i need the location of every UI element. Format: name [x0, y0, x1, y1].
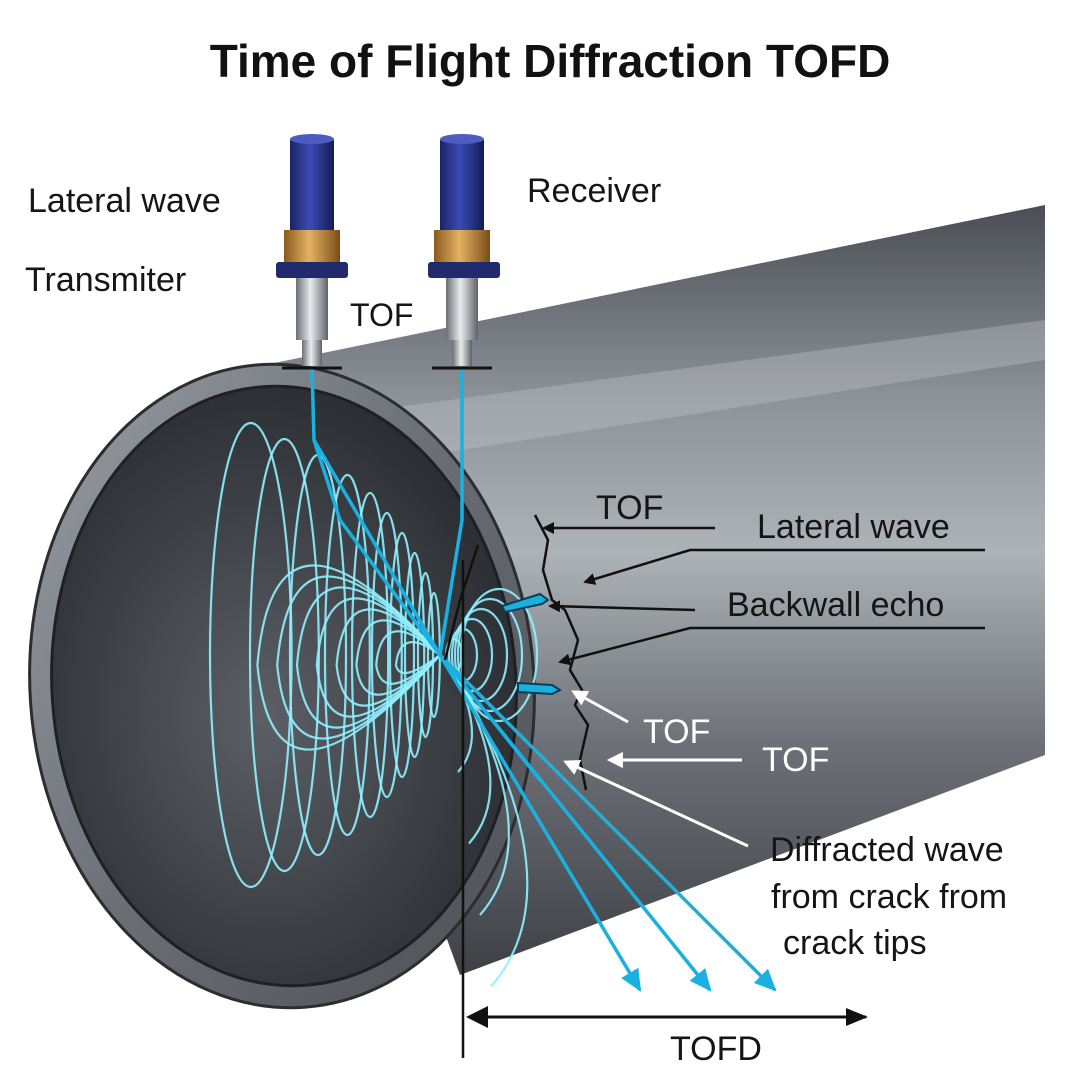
backwall-markers [500, 592, 563, 696]
wave-front-left [323, 473, 371, 837]
transmitter-beam-2 [312, 439, 442, 657]
wave-front-left [370, 511, 403, 799]
wave-front-cone [315, 597, 441, 718]
wave-front-right [456, 597, 524, 713]
signal-trace [533, 514, 590, 791]
wave-front-left [416, 571, 435, 739]
label-diffracted-1: Diffracted wave [770, 831, 1004, 869]
diffracted-ray-3 [438, 653, 777, 992]
label-tof-right: TOF [596, 489, 663, 527]
wave-front-right [453, 607, 509, 703]
marker-lower [517, 681, 563, 696]
diffracted-ray-4 [438, 653, 542, 782]
label-tofd-bottom: TOFD [670, 1030, 762, 1068]
beam-rays [310, 367, 777, 992]
crack-line [443, 544, 480, 661]
wave-front-left [208, 421, 293, 889]
wave-front-cone [276, 575, 441, 740]
leader-diffracted [566, 762, 749, 848]
wave-front-cone [256, 564, 441, 751]
diffracted-ray-1 [438, 654, 642, 992]
marker-upper [500, 592, 550, 614]
transmitter-probe-icon [276, 134, 348, 370]
tofd-arrow-left-head [466, 1006, 488, 1028]
wave-front-left [388, 531, 416, 779]
white-leaders [566, 692, 749, 848]
label-tof-lower-left: TOF [643, 713, 710, 751]
label-receiver: Receiver [527, 172, 661, 210]
label-transmiter: Transmiter [25, 261, 186, 299]
label-lateral-wave-top: Lateral wave [28, 182, 221, 220]
leader-backwall-echo [548, 600, 696, 613]
label-tof-lower-right: TOF [762, 741, 829, 779]
label-diffracted-3: crack tips [783, 924, 927, 962]
wave-front-cone [335, 608, 441, 707]
leader-lateral-wave [583, 548, 985, 585]
page-title: Time of Flight Diffraction TOFD [210, 35, 891, 87]
leader-backwall-lower [558, 626, 985, 666]
tofd-dimension [466, 1006, 868, 1028]
label-backwall-echo: Backwall echo [727, 586, 944, 624]
wave-front-right [459, 587, 539, 723]
wave-front-cone [375, 630, 441, 685]
receiver-probe-icon [428, 134, 500, 370]
wave-front-cone [295, 586, 441, 729]
label-tof-top: TOF [350, 297, 413, 333]
wave-front-cone [394, 641, 441, 675]
receiver-beam [438, 368, 464, 656]
leader-lines [542, 522, 985, 666]
leader-tof-lower-left [574, 692, 629, 724]
label-lateral-wave-right: Lateral wave [757, 508, 950, 546]
wave-front-left [350, 491, 390, 819]
pipe-highlight [300, 320, 1045, 470]
wave-front-left [403, 551, 426, 759]
crack [443, 514, 590, 1058]
wave-front-right [450, 617, 494, 693]
wave-front-cone [355, 619, 441, 696]
label-diffracted-2: from crack from [771, 878, 1007, 916]
